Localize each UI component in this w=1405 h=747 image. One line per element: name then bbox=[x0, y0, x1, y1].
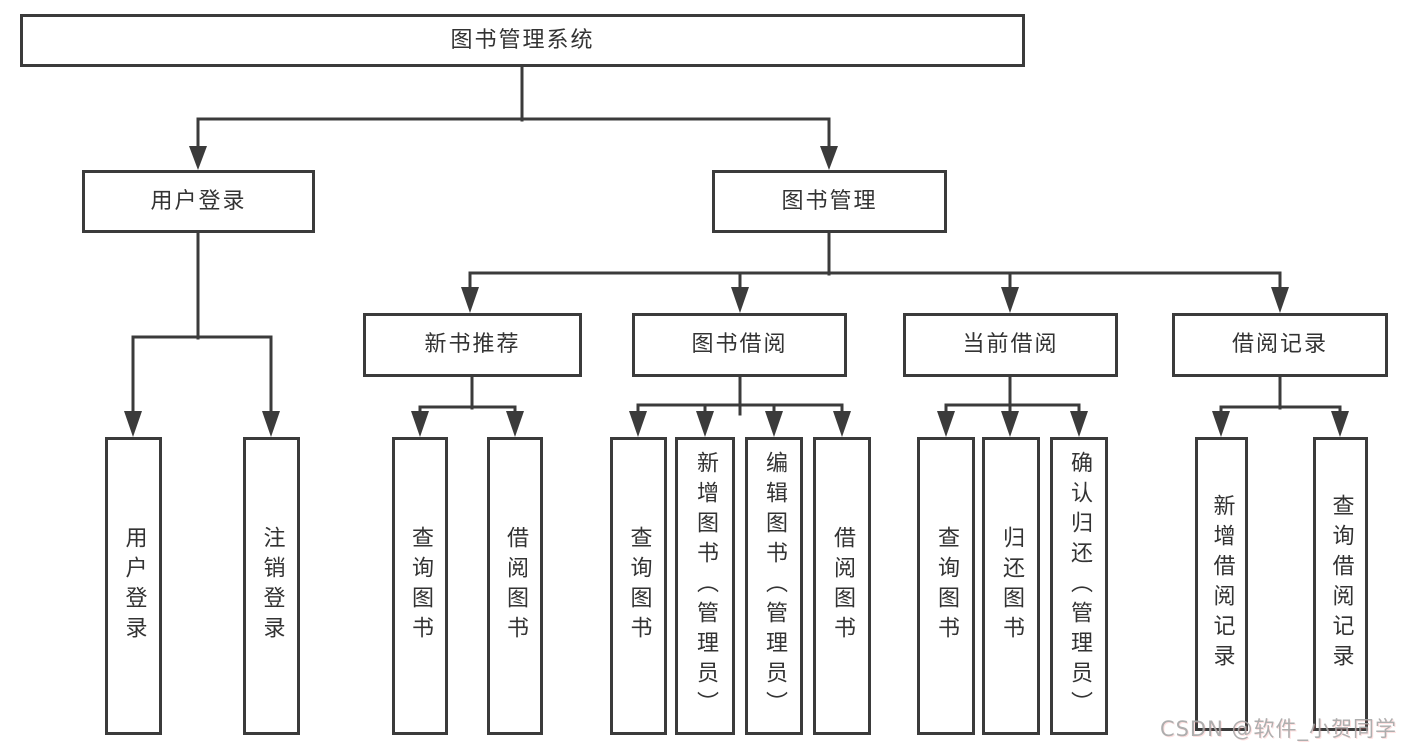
arrow-down-icon bbox=[1331, 411, 1349, 437]
leaf-add-borrow-record: 新增借阅记录 bbox=[1195, 437, 1248, 731]
leaf-borrow-book: 借阅图书 bbox=[813, 437, 871, 735]
leaf-query-book-borrow: 查询图书 bbox=[610, 437, 667, 735]
arrow-down-icon bbox=[696, 411, 714, 437]
arrow-down-icon bbox=[1212, 411, 1230, 437]
node-current-borrow: 当前借阅 bbox=[903, 313, 1118, 377]
leaf-logout: 注销登录 bbox=[243, 437, 300, 735]
arrow-down-icon bbox=[1001, 287, 1019, 313]
arrow-down-icon bbox=[506, 411, 524, 437]
arrow-down-icon bbox=[820, 146, 838, 170]
arrow-down-icon bbox=[1070, 411, 1088, 437]
watermark: CSDN @软件_小贺同学 bbox=[1159, 717, 1397, 741]
arrow-down-icon bbox=[124, 411, 142, 437]
arrow-down-icon bbox=[461, 287, 479, 313]
leaf-confirm-return-admin: 确认归还（管理员） bbox=[1050, 437, 1108, 735]
arrow-down-icon bbox=[833, 411, 851, 437]
arrow-down-icon bbox=[411, 411, 429, 437]
node-book-management: 图书管理 bbox=[712, 170, 947, 233]
leaf-user-login: 用户登录 bbox=[105, 437, 162, 735]
leaf-query-borrow-record: 查询借阅记录 bbox=[1313, 437, 1368, 731]
arrow-down-icon bbox=[1271, 287, 1289, 313]
arrow-down-icon bbox=[262, 411, 280, 437]
arrow-down-icon bbox=[189, 146, 207, 170]
node-book-borrow: 图书借阅 bbox=[632, 313, 847, 377]
arrow-down-icon bbox=[765, 411, 783, 437]
node-borrow-record: 借阅记录 bbox=[1172, 313, 1388, 377]
leaf-query-book-current: 查询图书 bbox=[917, 437, 975, 735]
arrowhead-icons bbox=[124, 146, 1349, 437]
leaf-return-book: 归还图书 bbox=[982, 437, 1040, 735]
node-library-management-system: 图书管理系统 bbox=[20, 14, 1025, 67]
leaf-add-book-admin: 新增图书（管理员） bbox=[675, 437, 735, 735]
leaf-borrow-book-recommend: 借阅图书 bbox=[487, 437, 543, 735]
arrow-down-icon bbox=[731, 287, 749, 313]
node-new-book-recommend: 新书推荐 bbox=[363, 313, 582, 377]
leaf-query-book-recommend: 查询图书 bbox=[392, 437, 448, 735]
arrow-down-icon bbox=[629, 411, 647, 437]
leaf-edit-book-admin: 编辑图书（管理员） bbox=[745, 437, 803, 735]
node-user-login: 用户登录 bbox=[82, 170, 315, 233]
connector-path bbox=[131, 65, 1342, 416]
arrow-down-icon bbox=[937, 411, 955, 437]
arrow-down-icon bbox=[1001, 411, 1019, 437]
